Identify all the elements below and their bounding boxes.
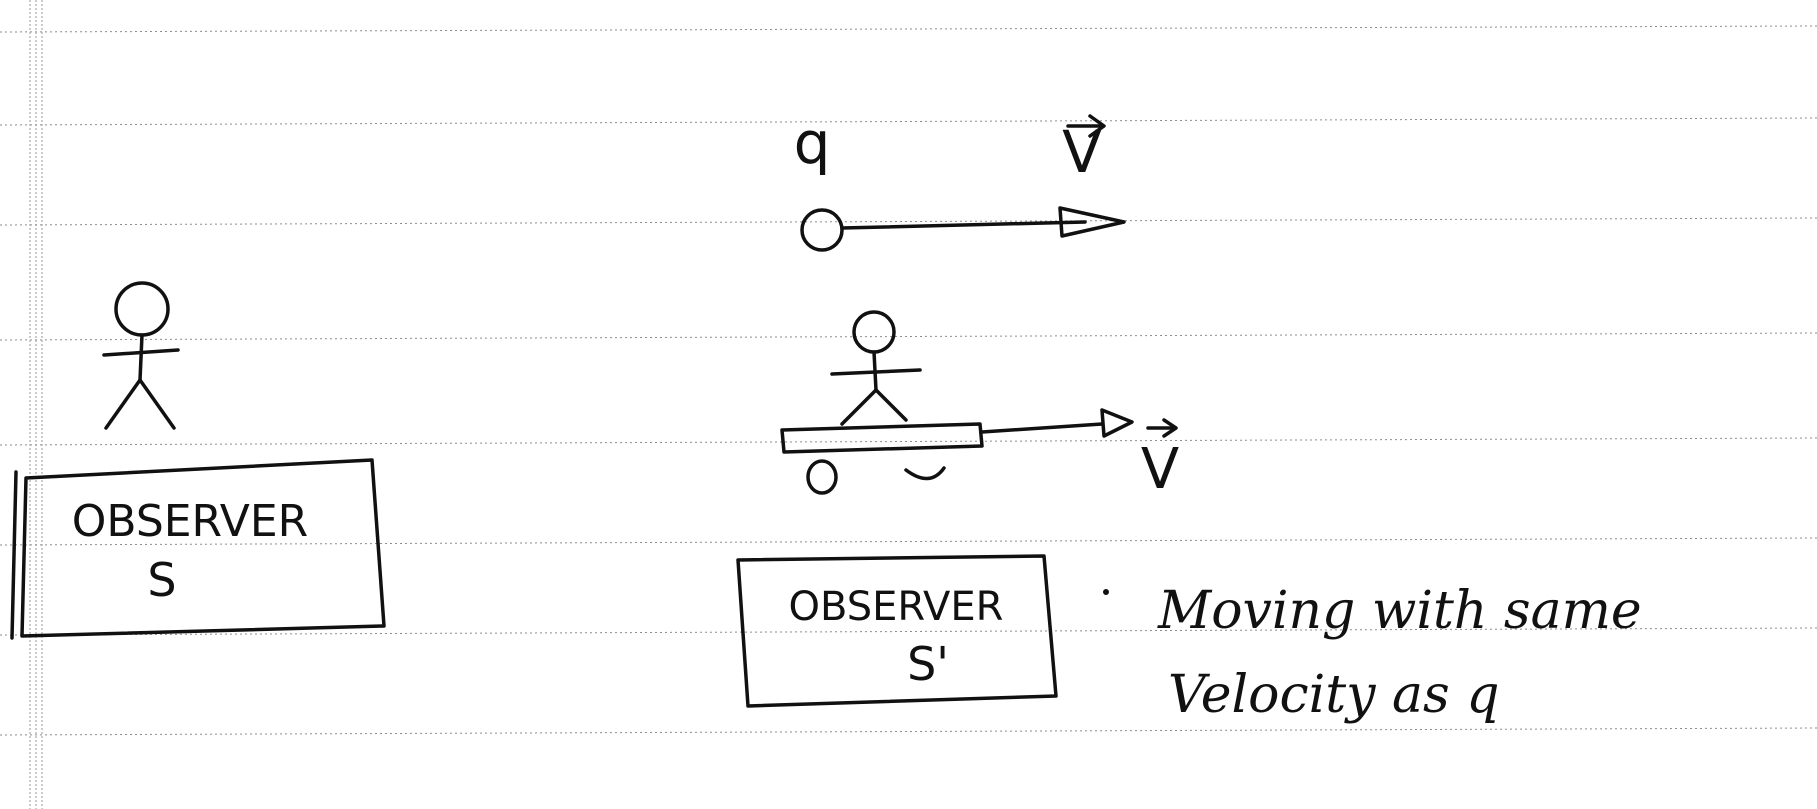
vector-bar-tip	[1162, 418, 1178, 438]
observer-s-prime-figure	[830, 310, 922, 426]
charge-label: q	[794, 109, 831, 177]
observer-s-prime-label-line2: S'	[907, 637, 949, 691]
arms	[102, 348, 180, 357]
observer-s-box: OBSERVER S	[10, 458, 386, 640]
observer-s-label-line1: OBSERVER	[72, 496, 308, 547]
bullet-dot	[1103, 589, 1109, 595]
observer-s-figure	[102, 281, 180, 430]
observer-s-label-line2: S	[147, 553, 176, 607]
observer-s-prime-border	[736, 554, 1058, 708]
rule-line	[0, 437, 1817, 446]
head	[852, 310, 896, 354]
observer-s-border	[20, 458, 386, 638]
cart-velocity-label: V	[1141, 437, 1179, 502]
charge-velocity-label: V	[1062, 118, 1102, 186]
charge-arrowhead	[1058, 206, 1126, 238]
head	[114, 281, 170, 337]
moving-charge: q V	[794, 109, 1126, 252]
note-line1: Moving with same	[1157, 581, 1642, 641]
cart-wheel	[806, 459, 838, 495]
observer-s-prime-label-line1: OBSERVER	[789, 584, 1004, 630]
cart-velocity-arrow	[980, 422, 1104, 434]
observer-s-prime-box: OBSERVER S'	[736, 554, 1058, 708]
charge-circle	[800, 208, 844, 252]
rule-line	[0, 217, 1817, 226]
cart: V	[780, 408, 1179, 502]
arms	[830, 368, 922, 376]
note-line2: Velocity as q	[1168, 665, 1500, 725]
vector-bar-tip	[1088, 114, 1106, 138]
observer-s-border-tick	[10, 470, 18, 640]
left-leg	[104, 378, 142, 430]
rule-line	[0, 332, 1817, 341]
right-leg	[874, 388, 908, 422]
explanatory-note: Moving with same Velocity as q	[1103, 581, 1642, 725]
rule-line	[0, 727, 1817, 736]
right-leg	[138, 378, 176, 430]
rule-line	[0, 25, 1817, 33]
rule-line	[0, 117, 1817, 126]
charge-velocity-arrow	[840, 220, 1087, 230]
body	[138, 333, 144, 382]
cart-arrowhead	[1100, 408, 1134, 438]
cart-wheel	[904, 466, 946, 481]
cart-platform	[780, 422, 984, 454]
left-leg	[840, 388, 878, 426]
